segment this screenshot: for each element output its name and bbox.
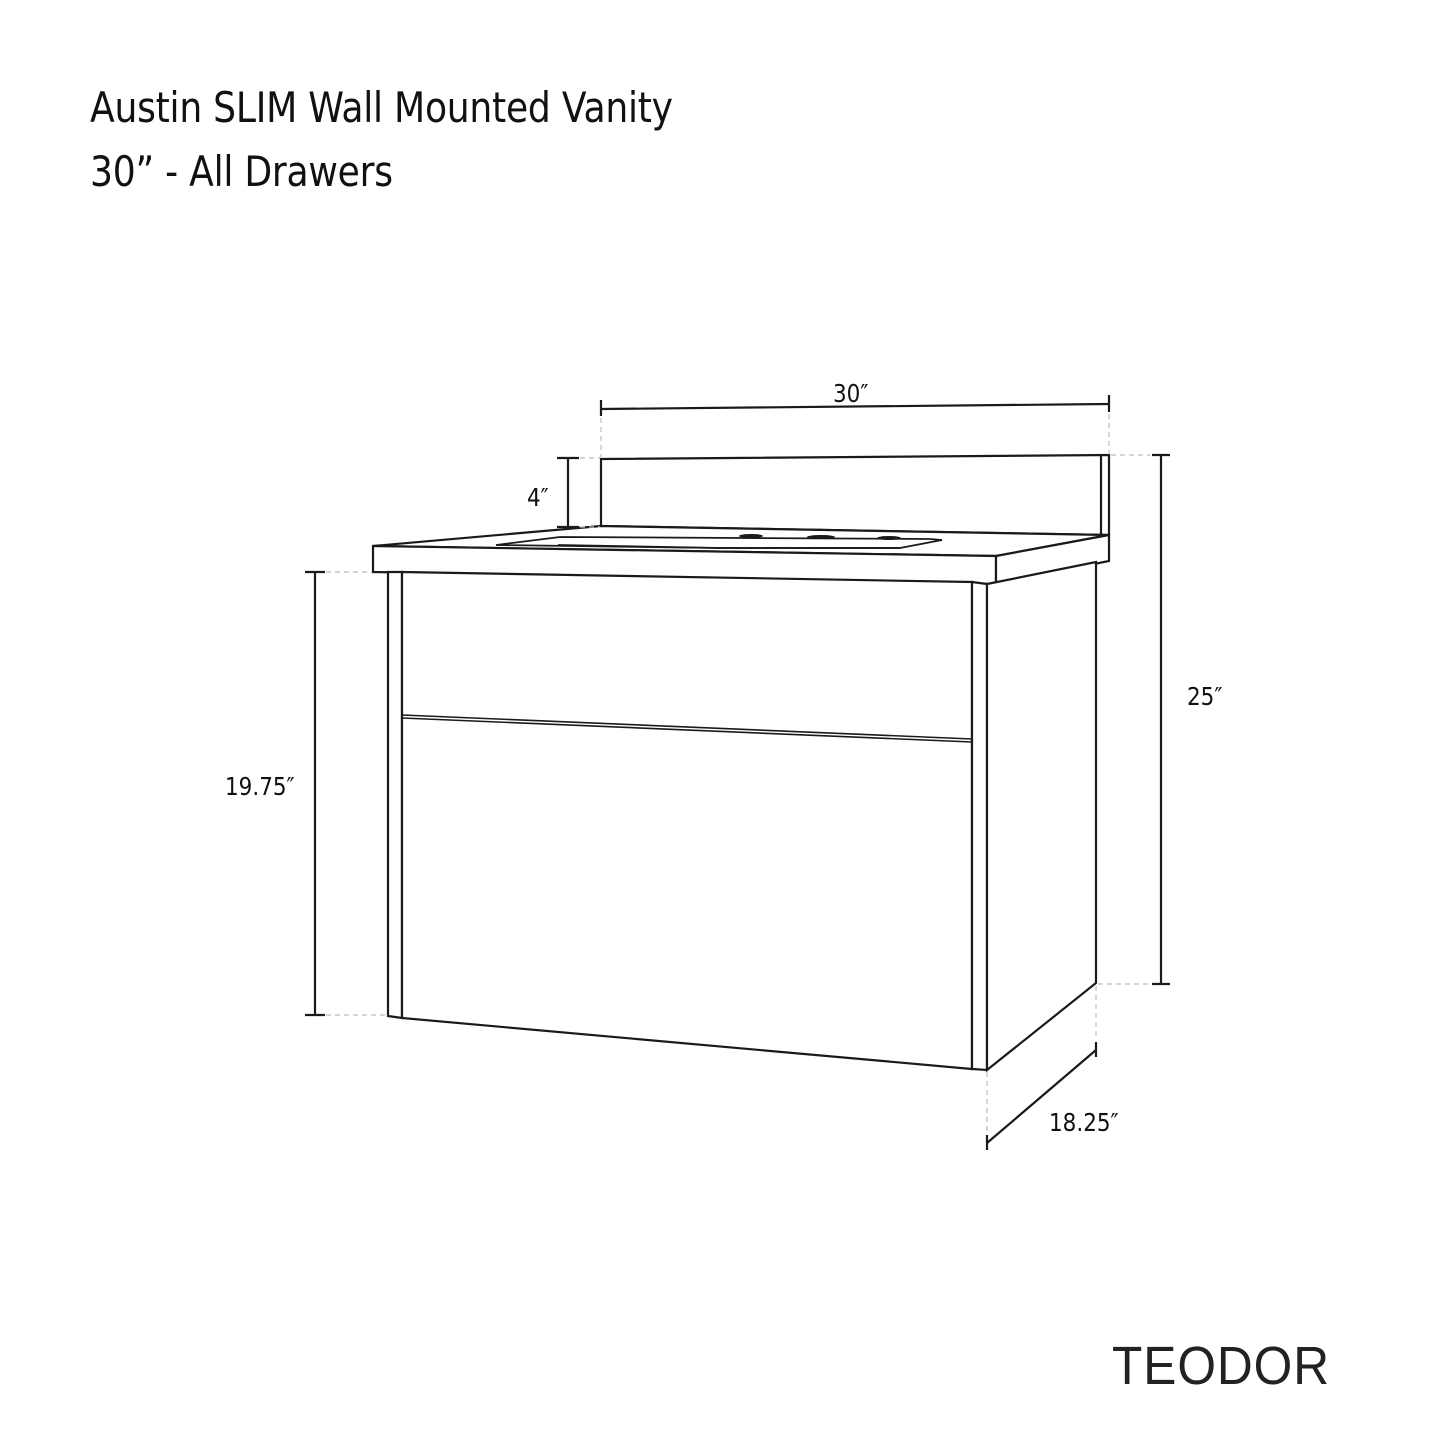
extension-guides xyxy=(326,414,1150,1133)
brand-logo: TEODOR xyxy=(1112,1336,1331,1396)
dimension-depth-label: 18.25″ xyxy=(1049,1108,1119,1137)
dimension-width xyxy=(599,395,1111,416)
dimension-depth xyxy=(985,1042,1098,1150)
faucet-holes xyxy=(739,534,901,540)
dimension-width-label: 30″ xyxy=(833,379,869,408)
dimension-backsplash xyxy=(557,456,579,529)
page-title: Austin SLIM Wall Mounted Vanity xyxy=(90,83,673,132)
sink-basin xyxy=(495,536,943,549)
dimension-backsplash-label: 4″ xyxy=(527,483,549,512)
dimension-cabinet-height xyxy=(305,570,325,1017)
dimension-total-height-label: 25″ xyxy=(1187,682,1223,711)
cabinet-body xyxy=(386,560,1098,1073)
page-subtitle: 30” - All Drawers xyxy=(90,147,393,196)
dimension-total-height xyxy=(1152,453,1170,986)
drawer-divider xyxy=(401,714,973,743)
dimension-cabinet-height-label: 19.75″ xyxy=(225,772,295,801)
backsplash xyxy=(599,453,1111,537)
